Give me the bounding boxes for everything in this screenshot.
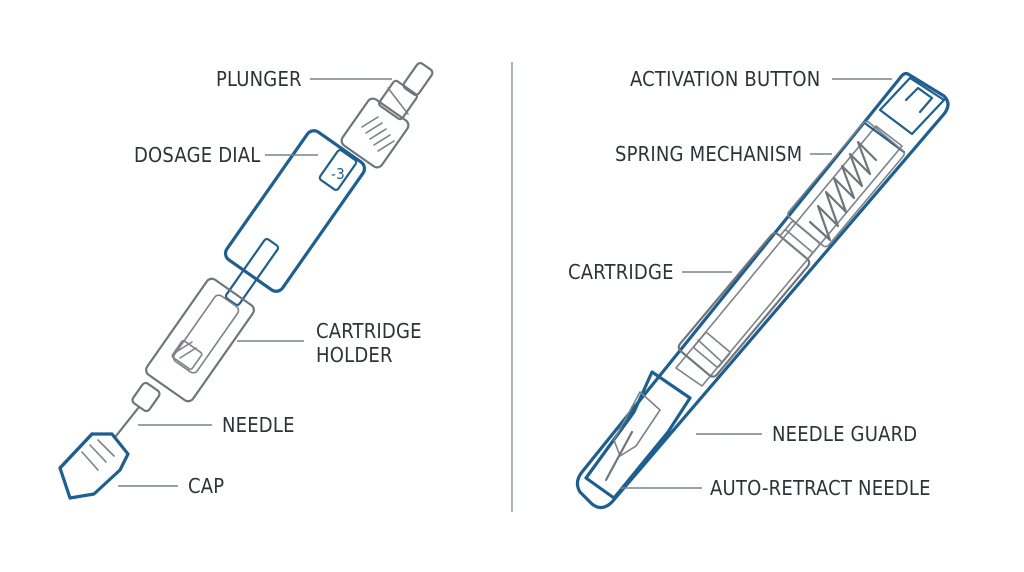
label-activation-button: ACTIVATION BUTTON [630,67,820,91]
pen-body: -3 [223,129,367,306]
label-needle-guard: NEEDLE GUARD [772,422,917,446]
auto-injector: ACTIVATION BUTTON SPRING MECHANISM CARTR… [568,67,950,510]
label-needle: NEEDLE [222,413,295,437]
label-spring-mechanism: SPRING MECHANISM [615,142,802,166]
auto-retract-needle [604,430,634,482]
cartridge-holder [131,277,255,413]
needle [114,405,141,438]
injector-housing [575,71,950,510]
manual-pen: -3 PLUNGER [58,62,434,500]
label-auto-retract-needle: AUTO-RETRACT NEEDLE [710,476,931,500]
label-plunger: PLUNGER [216,67,302,91]
cap [58,432,130,500]
cartridge [677,220,821,378]
dosage-dial-ring [340,97,410,169]
label-cartridge-holder-line2: HOLDER [316,343,393,367]
plunger [378,62,434,121]
needle-guard [584,370,692,500]
label-cartridge: CARTRIDGE [568,260,674,284]
label-cartridge-holder-line1: CARTRIDGE [316,319,422,343]
dose-window-mark: -3 [331,165,345,183]
label-dosage-dial: DOSAGE DIAL [134,143,260,167]
label-cap: CAP [188,474,224,498]
